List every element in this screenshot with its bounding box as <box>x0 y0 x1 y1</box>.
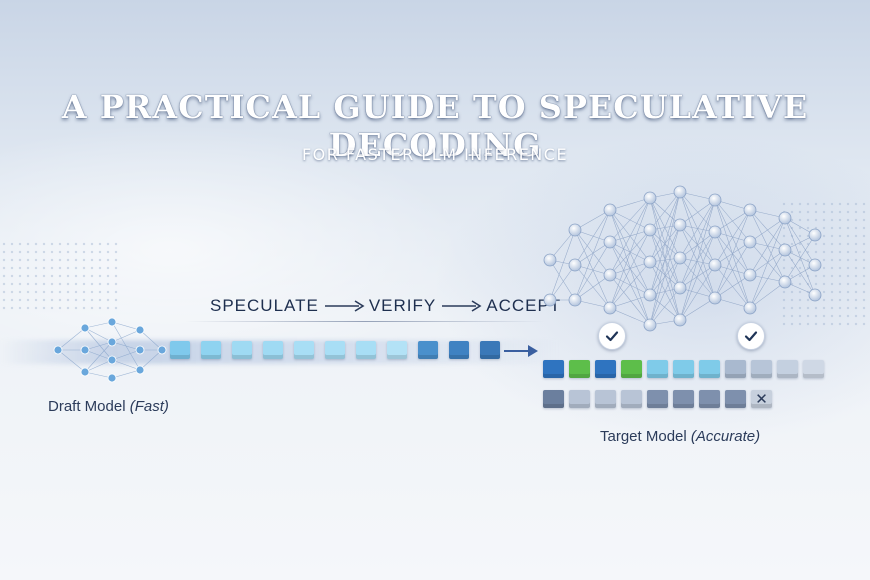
verified-token <box>569 360 590 378</box>
right-arrow-icon <box>324 300 365 312</box>
rejected-token <box>543 390 564 408</box>
network-node <box>778 275 792 289</box>
draft-model-name: Draft Model <box>48 398 126 415</box>
verified-token <box>751 360 772 378</box>
step-speculate: SPECULATE <box>210 296 319 315</box>
draft-model-label: Draft Model (Fast) <box>48 398 169 415</box>
right-arrow-icon <box>442 300 482 312</box>
draft-token-stream <box>170 341 511 359</box>
verified-token <box>725 360 746 378</box>
network-node <box>643 288 657 302</box>
target-model-label: Target Model (Accurate) <box>600 428 760 445</box>
rejected-token <box>647 390 668 408</box>
draft-token <box>418 341 438 359</box>
network-node <box>568 223 582 237</box>
draft-model-network-icon <box>53 317 167 383</box>
network-node <box>643 255 657 269</box>
network-node <box>743 268 757 282</box>
draft-token <box>294 341 314 359</box>
network-node <box>743 203 757 217</box>
network-node <box>673 251 687 265</box>
draft-model-qualifier: (Fast) <box>129 398 169 415</box>
verified-token <box>595 360 616 378</box>
draft-token <box>356 341 376 359</box>
pipeline-steps: SPECULATE VERIFY ACCEPT <box>210 296 561 316</box>
dot-pattern-left <box>0 240 120 310</box>
verified-token-row <box>543 360 829 378</box>
target-model-network-icon <box>543 185 822 332</box>
draft-token <box>387 341 407 359</box>
rejected-token <box>673 390 694 408</box>
network-node <box>643 318 657 332</box>
rejected-token-row: ✕ <box>543 390 777 408</box>
network-node <box>673 185 687 199</box>
verified-token <box>803 360 824 378</box>
draft-token <box>201 341 221 359</box>
network-node <box>708 225 722 239</box>
network-node <box>543 293 557 307</box>
rejected-token <box>621 390 642 408</box>
step-accept: ACCEPT <box>486 296 562 315</box>
network-node <box>673 218 687 232</box>
network-node <box>743 235 757 249</box>
draft-token <box>480 341 500 359</box>
network-node <box>603 301 617 315</box>
network-node <box>543 253 557 267</box>
network-node <box>808 228 822 242</box>
draft-token <box>170 341 190 359</box>
verified-token <box>621 360 642 378</box>
target-model-name: Target Model <box>600 428 687 445</box>
verified-token <box>699 360 720 378</box>
rejected-token <box>569 390 590 408</box>
network-node <box>708 193 722 207</box>
rejected-token <box>725 390 746 408</box>
network-node <box>568 293 582 307</box>
network-node <box>568 258 582 272</box>
network-node <box>643 223 657 237</box>
rejected-token <box>595 390 616 408</box>
draft-token <box>263 341 283 359</box>
page-title: A PRACTICAL GUIDE TO SPECULATIVE DECODIN… <box>61 88 809 164</box>
draft-token <box>449 341 469 359</box>
step-verify: VERIFY <box>368 296 437 315</box>
network-node <box>603 235 617 249</box>
verified-token <box>673 360 694 378</box>
check-icon <box>598 322 626 350</box>
network-node <box>603 203 617 217</box>
network-node <box>708 291 722 305</box>
check-icon <box>737 322 765 350</box>
network-node <box>673 281 687 295</box>
network-node <box>708 258 722 272</box>
target-model-qualifier: (Accurate) <box>690 428 761 445</box>
rejected-token-x-icon: ✕ <box>751 390 772 408</box>
network-node <box>778 243 792 257</box>
network-node <box>808 258 822 272</box>
network-node <box>808 288 822 302</box>
draft-token <box>232 341 252 359</box>
stream-arrow-icon <box>504 345 538 357</box>
page-subtitle: FOR FASTER LLM INFERENCE <box>301 145 569 164</box>
verified-token <box>777 360 798 378</box>
rejected-token <box>699 390 720 408</box>
network-node <box>643 191 657 205</box>
network-node <box>778 211 792 225</box>
verified-token <box>647 360 668 378</box>
draft-token <box>325 341 345 359</box>
pipeline-underline <box>185 321 545 322</box>
network-node <box>743 301 757 315</box>
network-node <box>673 313 687 327</box>
network-node <box>603 268 617 282</box>
verified-token <box>543 360 564 378</box>
